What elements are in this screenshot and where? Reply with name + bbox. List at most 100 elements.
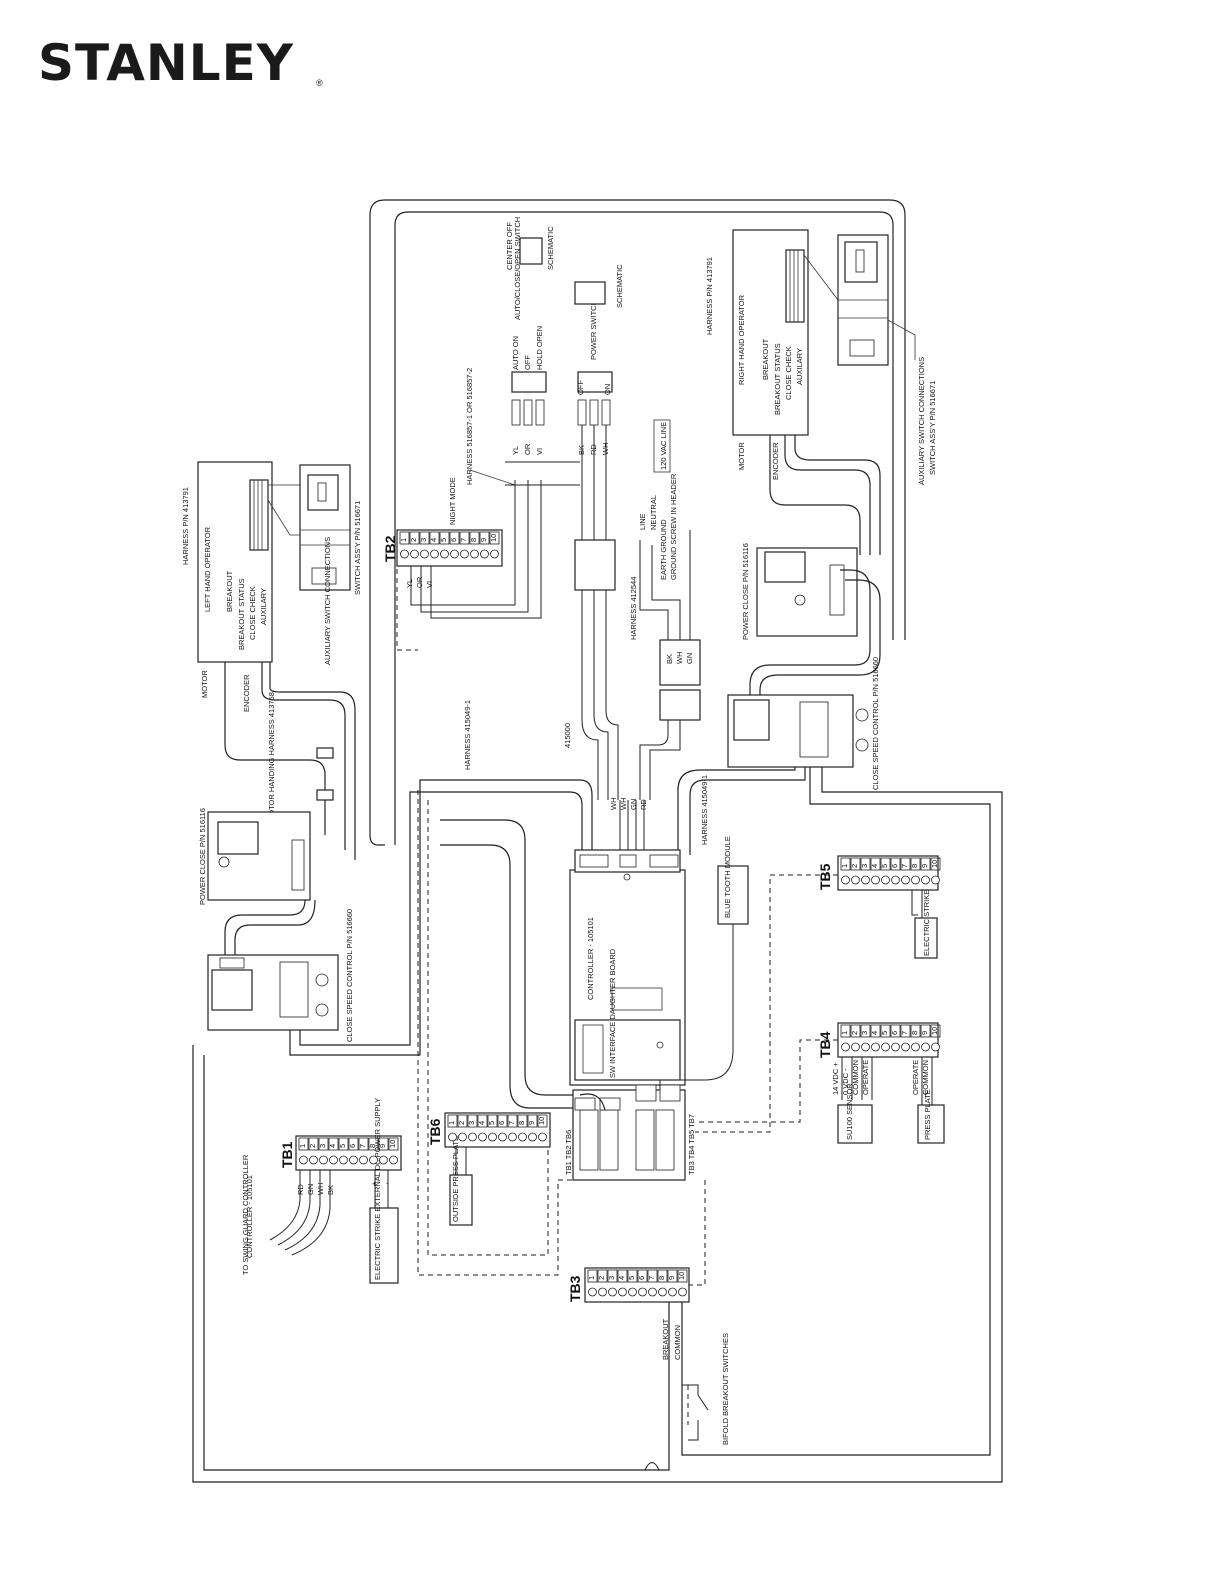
harness-413791-right-label: HARNESS P/N 413791 — [705, 257, 714, 335]
power-close-left: POWER CLOSE P/N 516116 — [198, 808, 311, 905]
tb6-terminal-screw — [508, 1132, 517, 1142]
harness-415000-label: 415000 — [563, 723, 572, 748]
tb3-terminal-screw — [618, 1287, 627, 1297]
outer-loop-top — [369, 199, 906, 846]
tb4-terminal-number: 9 — [920, 1031, 929, 1035]
controller-105101: CONTROLLER - 105101 SW INTERFACE DAUGHTE… — [564, 849, 696, 1181]
tb2-terminal-screw — [400, 549, 409, 559]
power-close-right-label: POWER CLOSE P/N 516116 — [741, 543, 750, 640]
press-plate-label: PRESS PLATE — [923, 1089, 932, 1140]
tb1-terminal-number: 9 — [378, 1144, 387, 1148]
tb2-terminal-screw — [440, 549, 449, 559]
tb1-terminal-cell — [358, 1137, 369, 1151]
tb3-terminal-screw — [648, 1287, 657, 1297]
tb2-terminal-screw — [430, 549, 439, 559]
switch-assy-left-label: SWITCH ASS'Y P/N 516671 — [353, 501, 362, 595]
tb1-terminal-screw — [379, 1155, 388, 1165]
tb1-terminal-screw — [329, 1155, 338, 1165]
power-close-left-label: POWER CLOSE P/N 516116 — [198, 808, 207, 905]
to-swing-guard-label: TO SWING GUARD CONTROLLER — [241, 1154, 250, 1275]
bluetooth-label: BLUE TOOTH MODULE — [723, 836, 732, 918]
tb6-terminal-number: 9 — [527, 1121, 536, 1125]
tb3-terminal-cell — [657, 1269, 668, 1283]
tb3-terminal-number: 4 — [617, 1276, 626, 1280]
tb1-terminal-number: 7 — [358, 1144, 367, 1148]
tb5-terminal-cell — [930, 857, 941, 871]
breakout-status-right-label: BREAKOUT STATUS — [773, 343, 782, 415]
earth-ground-label: EARTH GROUND — [659, 519, 668, 580]
tb5-terminal-screw — [881, 875, 890, 885]
tb6-terminal-cell — [517, 1114, 528, 1128]
tb4-terminal-cell — [910, 1024, 921, 1038]
tb1-terminal-screw — [339, 1155, 348, 1165]
tb3-terminal-number: 5 — [627, 1276, 636, 1280]
aux-switch-connections-label: AUXILIARY SWITCH CONNECTIONS — [323, 537, 332, 665]
harness-412544: HARNESS 412544 415000 BK WH GN 120 VAC L… — [563, 419, 701, 800]
tb5-terminal-cell — [860, 857, 871, 871]
tb2-terminal-number: 1 — [399, 538, 408, 542]
or-wire-label: OR — [523, 443, 532, 455]
motor-handing-harness-label: MOTOR HANDING HARNESS 413768 — [267, 692, 276, 822]
tb2-terminal-screw — [490, 549, 499, 559]
tb2-vi-label: VI — [425, 581, 434, 588]
auxilary-label: AUXILARY — [259, 588, 268, 625]
tb1-terminal-screw — [299, 1155, 308, 1165]
auto-close-open-switch: HARNESS 516857-1 OR 516857-2 YL OR VI AU… — [465, 217, 580, 486]
tb4-terminal-number: 2 — [850, 1031, 859, 1035]
tb6-terminal-cell — [457, 1114, 468, 1128]
tb5-terminal-screw — [871, 875, 880, 885]
tb2-terminal-screw — [420, 549, 429, 559]
tb6-terminal-screw — [478, 1132, 487, 1142]
tb1-terminal-number: 10 — [388, 1140, 397, 1148]
tb6-terminal-screw — [468, 1132, 477, 1142]
tb1-terminal-screw — [349, 1155, 358, 1165]
tb4-terminal-screw — [931, 1042, 940, 1052]
tb2-terminal-screw — [480, 549, 489, 559]
tb1-terminal-number: 2 — [308, 1144, 317, 1148]
tb2-terminal-number: 10 — [489, 534, 498, 542]
tb5-terminal-screw — [911, 875, 920, 885]
tb5-terminal-number: 9 — [920, 864, 929, 868]
tb4-terminal-cell — [840, 1024, 851, 1038]
tb5-terminal-screw — [861, 875, 870, 885]
tb4-terminal-screw — [881, 1042, 890, 1052]
tb2-dashed-link — [396, 560, 418, 651]
controller-label: CONTROLLER - 105101 — [586, 917, 595, 1000]
tb4-label: TB4 — [817, 1031, 833, 1058]
tb1-terminal-number: 6 — [348, 1144, 357, 1148]
tb5-terminal-screw — [931, 875, 940, 885]
tb6-label: TB6 — [427, 1118, 443, 1145]
close-speed-control-left-label: CLOSE SPEED CONTROL P/N 516660 — [345, 909, 354, 1042]
tb1-terminal-cell — [378, 1137, 389, 1151]
power-close-right: POWER CLOSE P/N 516116 — [741, 543, 881, 700]
tb2-terminal-cell — [489, 531, 500, 545]
tb1-terminal-cell — [338, 1137, 349, 1151]
tb6-terminal-screw — [488, 1132, 497, 1142]
tb-edge-left-label: TB1 TB2 TB6 — [564, 1130, 573, 1175]
tb2-block: TB2 NIGHT MODE YL OR VI — [382, 477, 542, 619]
tb1-terminal-cell — [388, 1137, 399, 1151]
tb5-terminal-cell — [880, 857, 891, 871]
operate-tb4-label: OPERATE — [861, 1060, 870, 1095]
tb5-terminal-cell — [910, 857, 921, 871]
tb6-terminal-cell — [527, 1114, 538, 1128]
tb5-terminal-screw — [841, 875, 850, 885]
tb6-terminal-screw — [448, 1132, 457, 1142]
line-label: LINE — [638, 513, 647, 530]
tb5-terminal-screw — [921, 875, 930, 885]
tb3-terminal-screw — [628, 1287, 637, 1297]
tb3-terminal-cell — [667, 1269, 678, 1283]
wh2-label: WH — [619, 798, 628, 811]
tb3-terminal-screw — [638, 1287, 647, 1297]
tb6-terminal-number: 6 — [497, 1121, 506, 1125]
encoder-left-label: ENCODER — [242, 674, 251, 712]
close-check-right-label: CLOSE CHECK — [784, 346, 793, 400]
tb2-terminal-screw — [470, 549, 479, 559]
motor-right-label: MOTOR — [737, 442, 746, 470]
tb3-terminal-number: 1 — [587, 1276, 596, 1280]
